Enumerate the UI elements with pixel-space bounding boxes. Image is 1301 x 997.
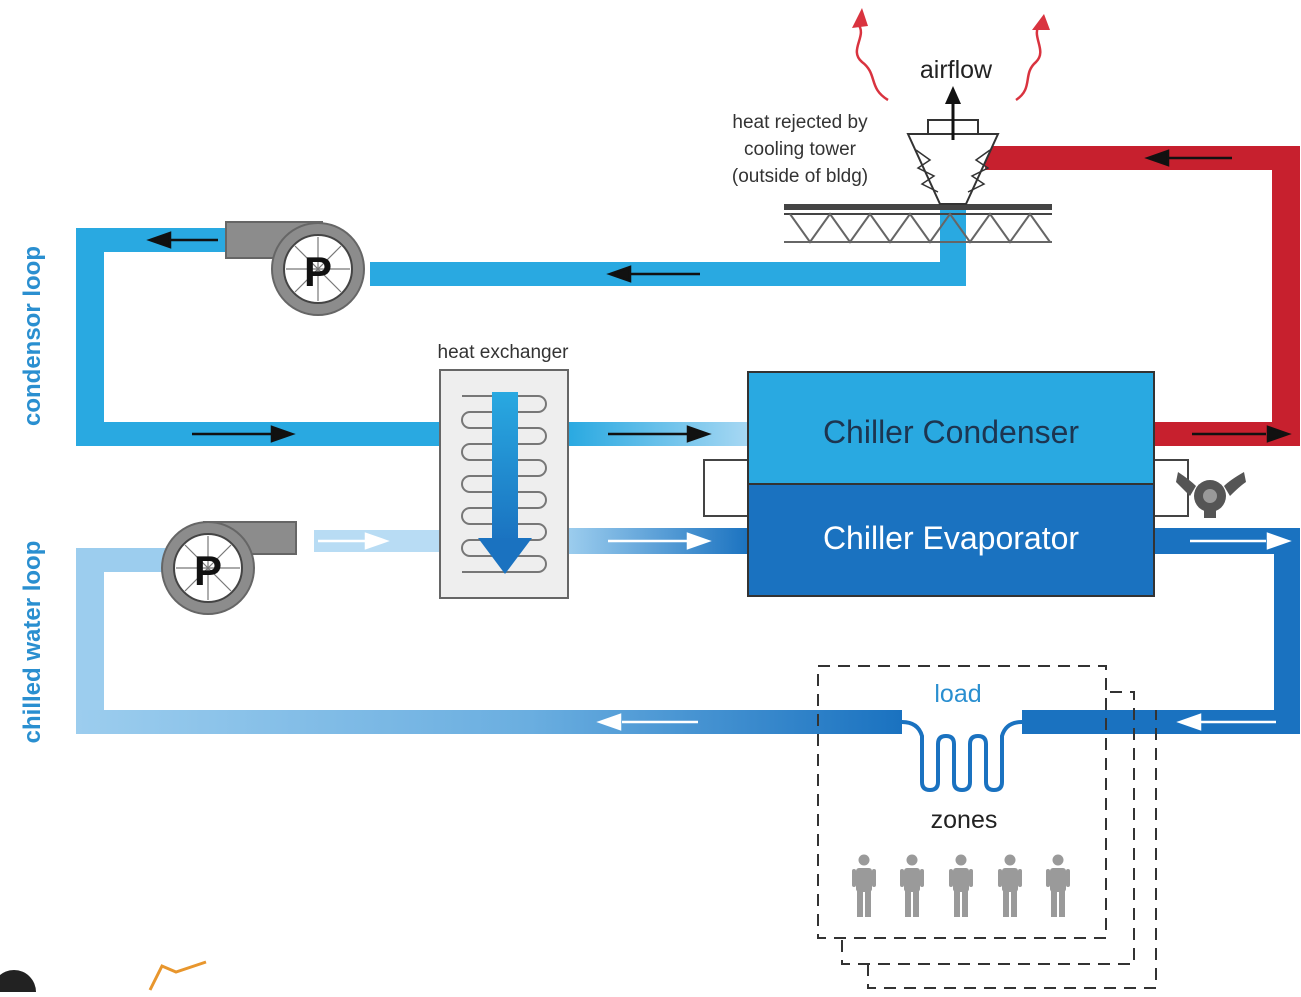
person-icon [1046,854,1070,917]
hot-riser-pipe [1272,146,1300,446]
chilled-left-pipe [76,548,104,734]
chiller-condenser-box [747,371,1155,485]
chilled-right-pipe [1274,528,1300,734]
flow-arrows [146,149,1292,731]
zones-area [817,665,1157,989]
heat-wave-icon [855,23,889,102]
chiller [703,371,1189,597]
hot-top-pipe [985,146,1300,170]
pump-icon: P [304,248,332,295]
airflow-label: airflow [920,56,993,84]
person-icon [998,854,1022,917]
person-icon [949,854,973,917]
airflow-arrow-icon [945,86,961,104]
chilled-return-pipe [76,710,902,734]
person-icon [900,854,924,917]
heat-exchanger [439,369,569,599]
zones-boundary [817,665,1107,939]
condenser-pump: P [225,221,365,316]
chiller-condenser-label: Chiller Condenser [823,414,1079,450]
load-coil [901,720,1023,793]
chilled-water-loop-label: chilled water loop [19,541,46,744]
chilled-left-top [76,548,166,572]
occupants [852,854,1070,917]
pump-icon: P [194,547,222,594]
chiller-evaporator-label: Chiller Evaporator [823,520,1079,556]
cooling-tower [784,8,1052,244]
heat-wave-icon [1015,23,1042,102]
hot-water-pipes [985,146,1300,446]
cooling-tower-label-3: (outside of bldg) [732,166,868,187]
condenser-left-pipe [76,228,104,446]
person-icon [852,854,876,917]
load-label: load [934,680,981,708]
logo-mark [0,960,207,997]
cooling-tower-label-2: cooling tower [744,139,857,160]
chilled-loop-pipes [76,528,1300,734]
cooling-tower-label-1: heat rejected by [732,112,868,133]
condensor-loop-label: condensor loop [19,246,46,426]
chilled-pump: P [161,521,297,615]
valve-icon [1176,472,1246,518]
heat-exchanger-label: heat exchanger [438,342,570,363]
chiller-evaporator-box [747,483,1155,597]
zones-label: zones [931,806,998,834]
